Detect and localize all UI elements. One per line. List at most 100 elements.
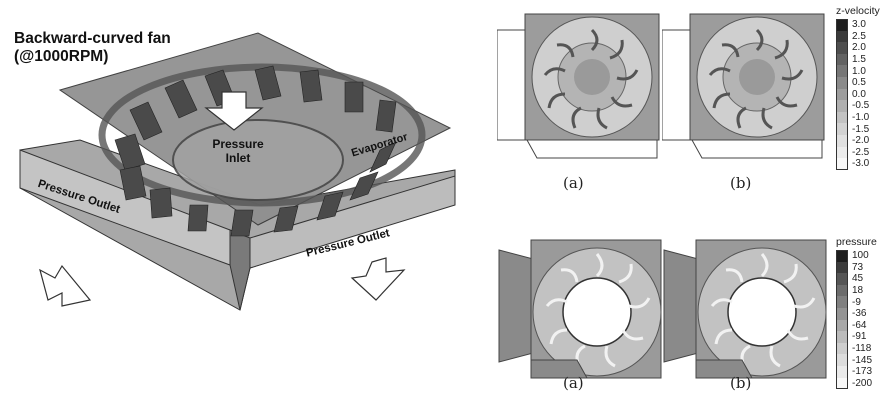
pressure-inlet-label: Pressure Inlet <box>212 137 264 165</box>
fan-schematic <box>19 32 456 311</box>
caption-bottom-a: (a) <box>563 374 584 392</box>
colorbar-swatch <box>836 331 848 343</box>
colorbar-tick-label: 100 <box>852 250 869 262</box>
colorbar-swatch <box>836 319 848 332</box>
colorbar-row: -64 <box>836 319 877 332</box>
outlet-arrow-left-icon <box>39 264 92 307</box>
housing-notch <box>229 229 251 311</box>
colorbar-tick-label: 73 <box>852 261 864 273</box>
pressure-inlet-label-line2: Inlet <box>225 151 251 165</box>
blades <box>710 253 816 368</box>
colorbar-row: 45 <box>836 273 877 285</box>
colorbar-tick-label: -9 <box>852 296 861 308</box>
colorbar-row: -2.0 <box>836 134 880 147</box>
colorbar-row: 3.0 <box>836 19 880 31</box>
colorbar-swatch <box>836 100 848 112</box>
colorbar-tick-label: 2.5 <box>852 30 866 42</box>
colorbar-tick-label: -1.5 <box>852 123 870 135</box>
colorbar-swatch <box>836 134 848 147</box>
colorbar-tick-label: -173 <box>852 366 873 378</box>
caption-bottom-b: (b) <box>730 374 752 392</box>
pressure-inlet-label-line1: Pressure <box>212 137 264 151</box>
colorbar-swatch <box>836 53 848 66</box>
colorbar-swatch <box>836 42 848 54</box>
colorbar-row: 0.0 <box>836 88 880 101</box>
colorbar-swatch <box>836 111 848 124</box>
diagram-title: Backward-curved fan (@1000RPM) <box>14 30 171 66</box>
colorbar-row: -3.0 <box>836 158 880 170</box>
colorbar-swatch <box>836 354 848 366</box>
colorbar-swatch <box>836 19 848 31</box>
colorbar-row: 18 <box>836 284 877 297</box>
colorbar-tick-label: 1.0 <box>852 65 866 77</box>
colorbar-tick-label: -3.0 <box>852 158 870 170</box>
colorbar-swatch <box>836 377 848 390</box>
colorbar-swatch <box>836 88 848 101</box>
colorbar-row: -200 <box>836 377 877 390</box>
colorbar-swatch <box>836 65 848 77</box>
colorbar-swatch <box>836 284 848 297</box>
colorbar-tick-label: 0.0 <box>852 88 866 100</box>
colorbar-tick-label: -0.5 <box>852 100 870 112</box>
colorbar-tick-label: 45 <box>852 273 864 285</box>
colorbar-title: z-velocity <box>836 5 880 17</box>
colorbar-row: -118 <box>836 342 877 355</box>
colorbar-swatch <box>836 30 848 43</box>
pressure-contour-a <box>498 239 662 379</box>
title-line-2: (@1000RPM) <box>14 48 109 65</box>
blades <box>543 28 639 130</box>
inlet-hole <box>562 277 632 347</box>
colorbar-swatch <box>836 273 848 285</box>
outlet-bottom <box>530 359 588 379</box>
colorbar-row: 1.5 <box>836 53 880 66</box>
colorbar-tick-label: 0.5 <box>852 77 866 89</box>
colorbar-row: -173 <box>836 365 877 378</box>
colorbar-swatch <box>836 158 848 170</box>
caption-top-b: (b) <box>730 174 752 192</box>
hub-core <box>574 59 610 95</box>
colorbar-tick-label: 1.5 <box>852 54 866 66</box>
outlet-box <box>691 139 823 159</box>
colorbar-swatch <box>836 296 848 308</box>
colorbar-row: -91 <box>836 331 877 343</box>
colorbar-tick-label: 2.0 <box>852 42 866 54</box>
colorbar-tick-label: -36 <box>852 308 867 320</box>
inlet-arrow-icon <box>204 91 264 131</box>
colorbar-swatch <box>836 76 848 89</box>
velocity-contour-a <box>497 13 660 159</box>
colorbar-swatch <box>836 342 848 355</box>
colorbar-row: 0.5 <box>836 76 880 89</box>
colorbar-row: -1.5 <box>836 123 880 135</box>
colorbar-swatch <box>836 261 848 274</box>
colorbar-swatch <box>836 250 848 262</box>
colorbar-row: -0.5 <box>836 100 880 112</box>
colorbar-row: -36 <box>836 307 877 320</box>
colorbar-row: -9 <box>836 296 877 308</box>
blades <box>545 253 651 368</box>
colorbar-swatch <box>836 365 848 378</box>
colorbar-row: -1.0 <box>836 111 880 124</box>
outlet-box <box>526 139 658 159</box>
colorbar-row: 100 <box>836 250 877 262</box>
colorbar-tick-label: -145 <box>852 354 873 366</box>
colorbar-tick-label: -1.0 <box>852 112 870 124</box>
colorbar-row: 2.0 <box>836 42 880 54</box>
pressure-contour-b <box>663 239 827 379</box>
colorbar-tick-label: -200 <box>852 377 873 389</box>
colorbar-title: pressure <box>836 236 877 248</box>
outlet-bottom <box>695 359 753 379</box>
colorbar-tick-label: -2.5 <box>852 146 870 158</box>
colorbar-row: 1.0 <box>836 65 880 77</box>
colorbar-tick-label: 3.0 <box>852 19 866 31</box>
colorbar-tick-label: 18 <box>852 285 864 297</box>
colorbar-row: -145 <box>836 354 877 366</box>
colorbar-row: 73 <box>836 261 877 274</box>
fan-blades <box>114 65 397 237</box>
colorbar-row: -2.5 <box>836 146 880 159</box>
colorbar-swatch <box>836 307 848 320</box>
colorbar-tick-label: -118 <box>852 343 872 355</box>
colorbar-tick-label: -64 <box>852 319 867 331</box>
